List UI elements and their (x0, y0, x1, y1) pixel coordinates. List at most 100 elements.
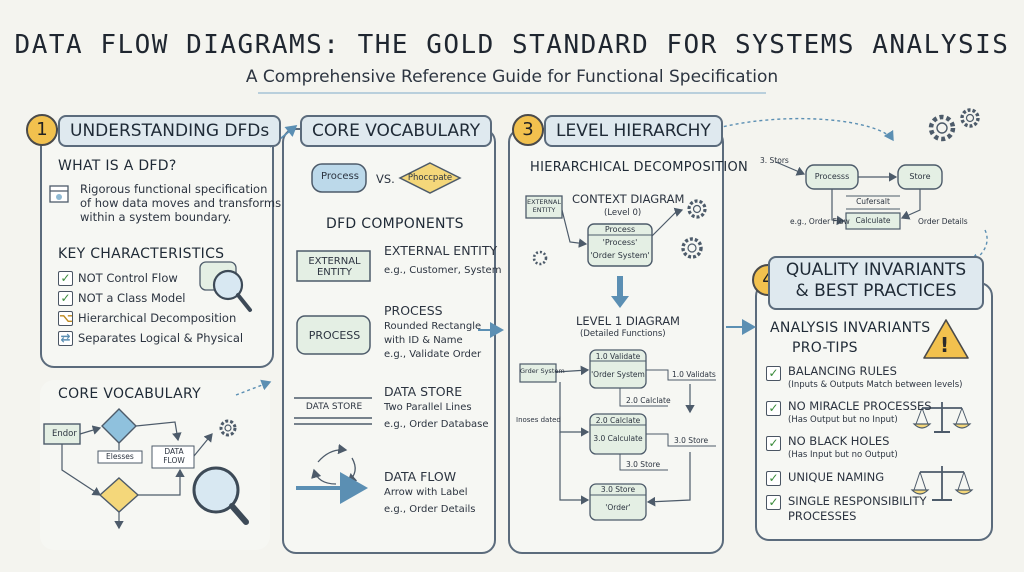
process-label: Process (321, 171, 359, 182)
check-icon-tip-4: ✓ (766, 471, 781, 486)
key-item-2: NOT a Class Model (78, 291, 186, 305)
mini-label-data-flow: DATA FLOW (163, 447, 185, 465)
gear-icon-top-1 (928, 114, 956, 142)
warning-icon (923, 319, 969, 359)
level1-flow-validats: 1.0 Validats (672, 370, 716, 379)
level1-process-validate (589, 349, 647, 389)
hierarchy-icon: ⌥ (58, 311, 73, 326)
check-icon-key-1: ✓ (58, 271, 73, 286)
level1-proc-calc-header: 2.0 Calclate (595, 416, 641, 425)
level1-process-store (589, 483, 647, 521)
panel-quality (755, 282, 993, 541)
section-heading-understanding: UNDERSTANDING DFDs (58, 115, 282, 147)
external-entity-shape-label: EXTERNAL ENTITY (308, 256, 361, 278)
vs-label: VS. (376, 172, 395, 186)
context-level: (Level 0) (604, 208, 642, 218)
tip-5-sub: PROCESSES (788, 509, 857, 523)
scales-icon-2 (910, 466, 974, 501)
level1-proc-calc-body: 3.0 Calculate (593, 434, 643, 443)
level1-proc-store-header: 3.0 Store (600, 485, 636, 494)
context-diagram-title: CONTEXT DIAGRAM (572, 192, 685, 206)
quality-heading-line-2: & BEST PRACTICES (795, 281, 957, 301)
context-process-body-1: 'Process' (602, 238, 638, 247)
gear-icon-mini (219, 419, 237, 437)
key-item-3: Hierarchical Decomposition (78, 311, 237, 325)
subtitle-underline (258, 92, 766, 94)
component-data-flow-line-2: e.g., Order Details (384, 504, 476, 515)
check-icon-key-2: ✓ (58, 291, 73, 306)
cycle-arrows (311, 443, 358, 485)
gear-icon-top-2 (960, 108, 980, 128)
mini-vocabulary-title: CORE VOCABULARY (58, 386, 201, 402)
page-title: DATA FLOW DIAGRAMS: THE GOLD STANDARD FO… (14, 30, 1010, 60)
context-process-header: Process (604, 225, 636, 234)
component-process-line-1: Rounded Rectangle (384, 321, 482, 332)
decision-shape (398, 162, 462, 194)
check-icon-tip-3: ✓ (766, 436, 781, 451)
tip-1-title: BALANCING RULES (788, 364, 897, 378)
component-process-name: PROCESS (384, 303, 443, 318)
level1-inoses-label: Inoses dated (516, 416, 561, 424)
tip-2-title: NO MIRACLE PROCESSES (788, 399, 932, 413)
process-shape-label: PROCESS (308, 329, 361, 342)
context-external-entity (525, 195, 563, 219)
process-shape (311, 163, 367, 193)
decomposition-title: HIERARCHICAL DECOMPOSITION (530, 160, 749, 175)
tip-1-sub: (Inputs & Outputs Match between levels) (788, 380, 963, 390)
key-item-1: NOT Control Flow (78, 271, 178, 285)
window-icon (49, 185, 69, 203)
tip-2-sub: (Has Output but no Input) (788, 415, 898, 425)
component-data-store-name: DATA STORE (384, 384, 463, 399)
level1-external-label: Grder System (520, 367, 565, 375)
page-subtitle: A Comprehensive Reference Guide for Func… (245, 67, 779, 87)
tip-5-title: SINGLE RESPONSIBILITY (788, 494, 927, 508)
gear-icon-context-2 (681, 237, 703, 259)
decision-label: Phoccpate (407, 173, 453, 183)
level1-proc-validate-header: 1.0 Validate (595, 352, 641, 361)
check-icon-tip-5: ✓ (766, 495, 781, 510)
connector-mini (235, 379, 272, 396)
panel-understanding (40, 128, 274, 368)
what-line-1: Rigorous functional specification (80, 182, 268, 196)
mini-label-elesses: Elesses (106, 452, 134, 461)
check-icon-tip-1: ✓ (766, 366, 781, 381)
level1-title: LEVEL 1 DIAGRAM (576, 314, 680, 328)
what-is-dfd-title: WHAT IS A DFD? (58, 158, 177, 174)
level1-proc-validate-body: 'Order System (591, 370, 645, 379)
top-process-label: Processs (814, 172, 850, 181)
context-external-entity-label: EXTERNAL ENTITY (527, 198, 561, 214)
what-line-2: of how data moves and transforms (80, 196, 282, 210)
component-external-entity-name: EXTERNAL ENTITY (384, 243, 498, 258)
section-heading-core-vocabulary: CORE VOCABULARY (300, 115, 493, 147)
what-line-3: within a system boundary. (80, 210, 232, 224)
level1-flow-store-1: 3.0 Store (674, 436, 709, 445)
quality-heading-line-1: QUALITY INVARIANTS (785, 260, 967, 280)
check-icon-tip-2: ✓ (766, 401, 781, 416)
top-calc-box (845, 212, 901, 230)
component-data-flow-name: DATA FLOW (384, 469, 457, 484)
mini-label-endor: Endor (52, 429, 77, 439)
top-calc-label: Calculate (855, 216, 891, 225)
mini-flow-diagram (43, 408, 213, 530)
tip-4-title: UNIQUE NAMING (788, 470, 885, 484)
component-process-line-2: with ID & Name (384, 335, 463, 346)
gear-icon-context-1 (687, 199, 707, 219)
data-store-shape-label: DATA STORE (305, 402, 363, 412)
top-store-label: Store (909, 172, 931, 181)
top-label-stores: 3. Stors (760, 156, 789, 165)
magnifier-icon (199, 261, 252, 312)
gear-icon-context-3 (532, 250, 548, 266)
tip-3-sub: (Has Input but no Output) (788, 450, 898, 460)
process-component-shape (296, 315, 371, 355)
key-item-4: Separates Logical & Physical (78, 331, 244, 345)
connector-top (717, 117, 894, 142)
section-heading-quality: QUALITY INVARIANTS & BEST PRACTICES (768, 256, 984, 310)
section-number-3: 3 (512, 114, 544, 146)
big-magnifier-icon (192, 466, 249, 525)
tip-3-title: NO BLACK HOLES (788, 434, 890, 448)
analysis-invariants-title: ANALYSIS INVARIANTS (770, 320, 931, 336)
section-number-1: 1 (26, 114, 58, 146)
level1-flow-calclate: 2.0 Calclate (626, 396, 671, 405)
component-process-line-3: e.g., Validate Order (384, 349, 482, 360)
